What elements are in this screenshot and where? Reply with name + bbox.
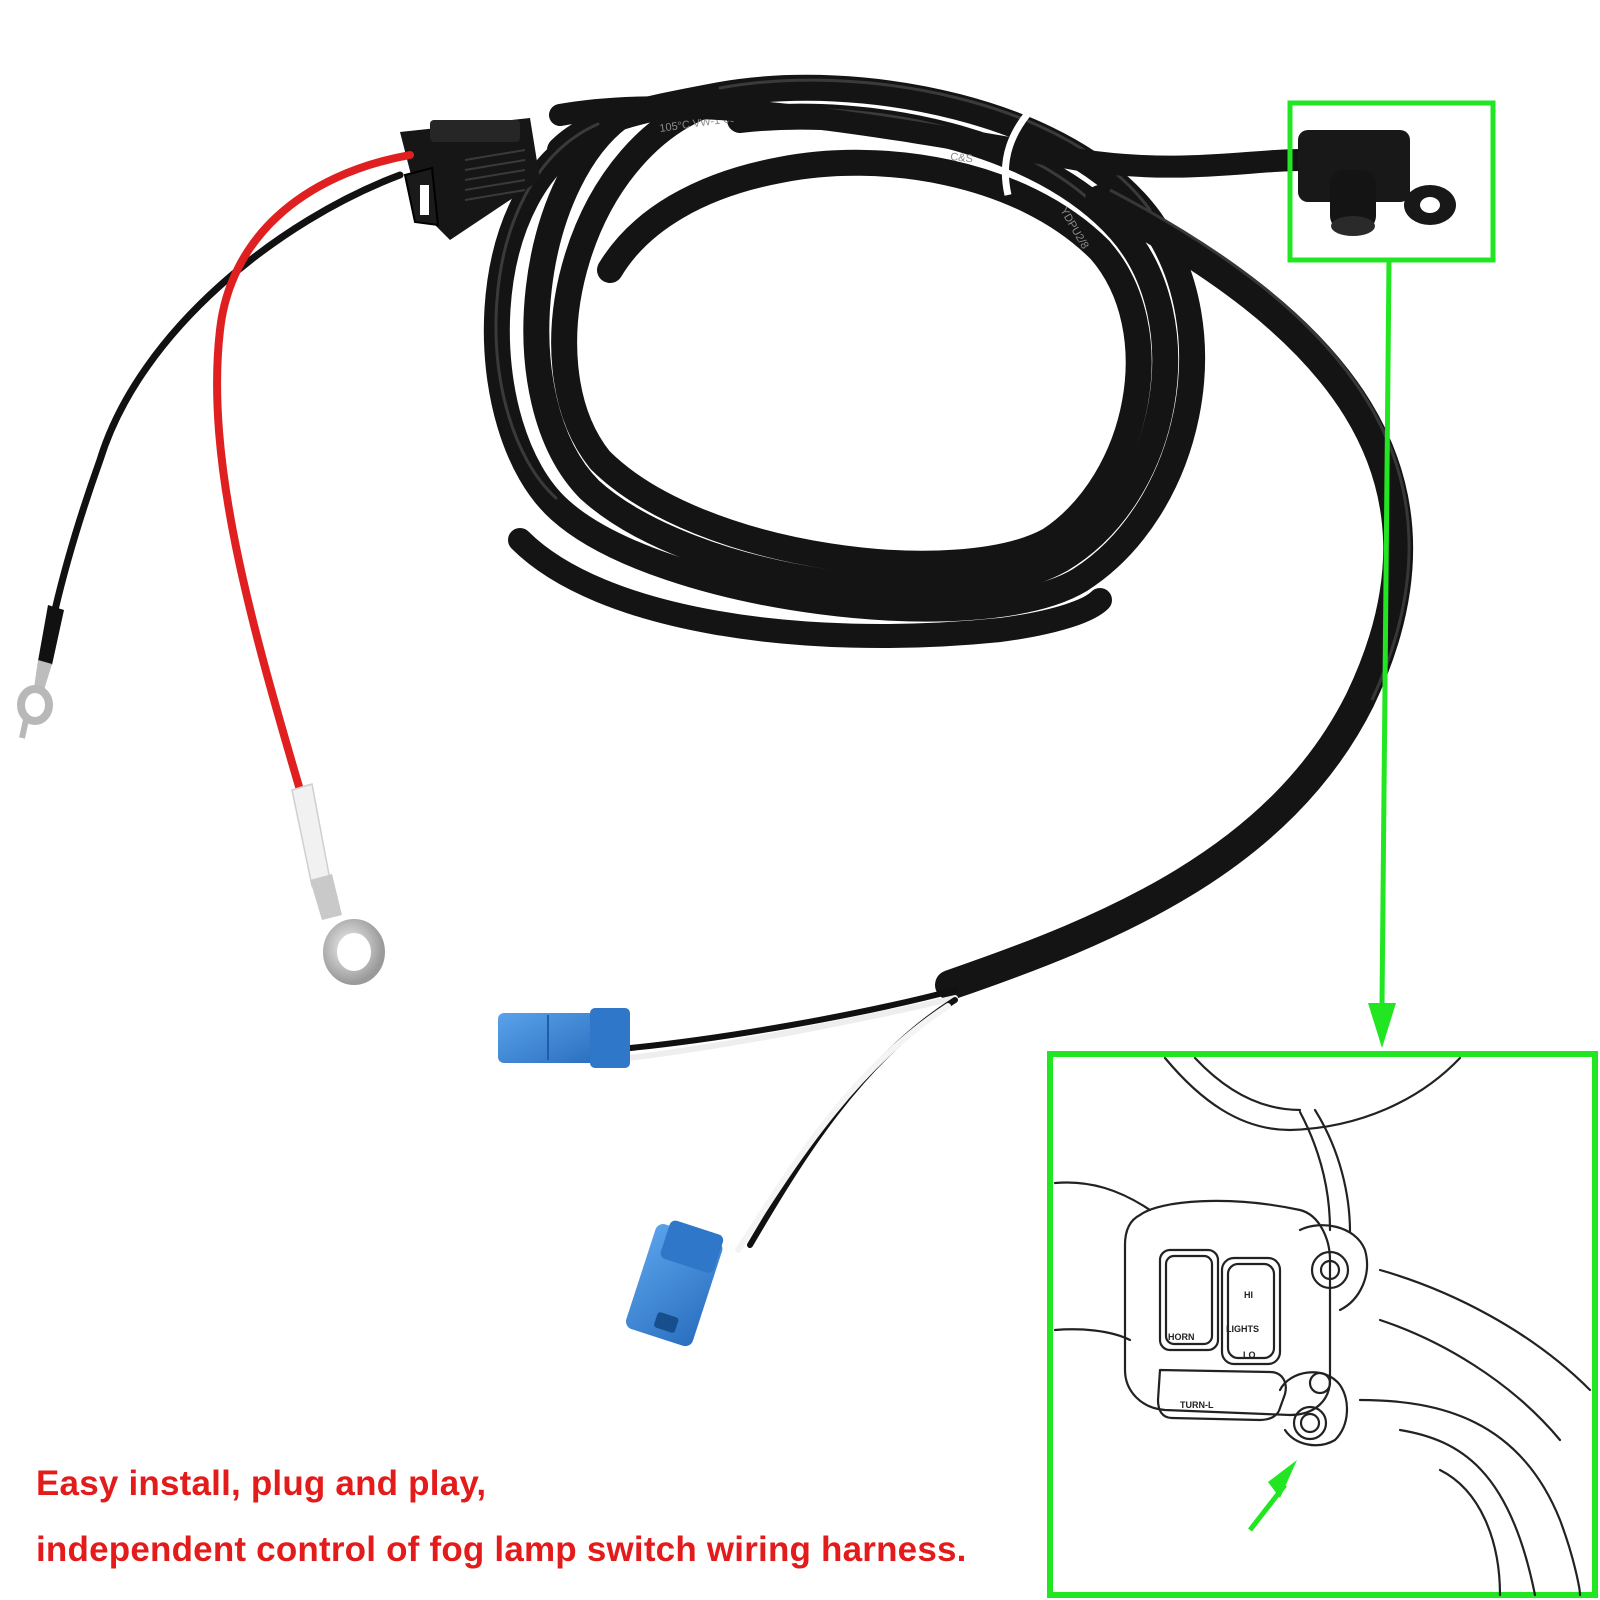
handlebar-inset: HORN HI LIGHTS LO TURN-L [1047,1051,1598,1598]
ground-ring-terminal [17,605,64,739]
push-button-switch [1298,130,1456,236]
switch-highlight-box [1287,100,1496,263]
cable-tie [1001,97,1043,196]
blue-connector-lower [625,1220,724,1347]
arrow-up-right-icon [1248,1460,1297,1532]
lights-label: LIGHTS [1226,1324,1259,1334]
main-lead [935,185,1414,1000]
power-leads [51,151,414,794]
main-lead-sheen [1109,188,1411,701]
arrow-down-icon [1368,259,1396,1048]
coil-loop-outer [483,74,1206,622]
turn-label: TURN-L [1180,1400,1214,1410]
caption-line-1: Easy install, plug and play, [36,1464,487,1503]
hi-label: HI [1244,1290,1253,1300]
blue-connector-upper [498,1008,630,1068]
inset-frame [1047,1051,1598,1598]
black-ground-wire [51,171,404,614]
power-ring-terminal [291,783,385,985]
connector-wires [607,987,958,1253]
caption-line-2: independent control of fog lamp switch w… [36,1530,967,1569]
horn-label: HORN [1168,1332,1195,1342]
red-power-wire [213,151,414,794]
coil-tail-lower [508,528,1112,648]
harness-coil [483,74,1206,648]
fuse-holder [400,118,540,240]
coil-loop-middle [523,97,1179,602]
cable-print-brand: C&S [950,151,974,165]
lo-label: LO [1243,1350,1256,1360]
coil-loop-inner [551,87,1152,577]
